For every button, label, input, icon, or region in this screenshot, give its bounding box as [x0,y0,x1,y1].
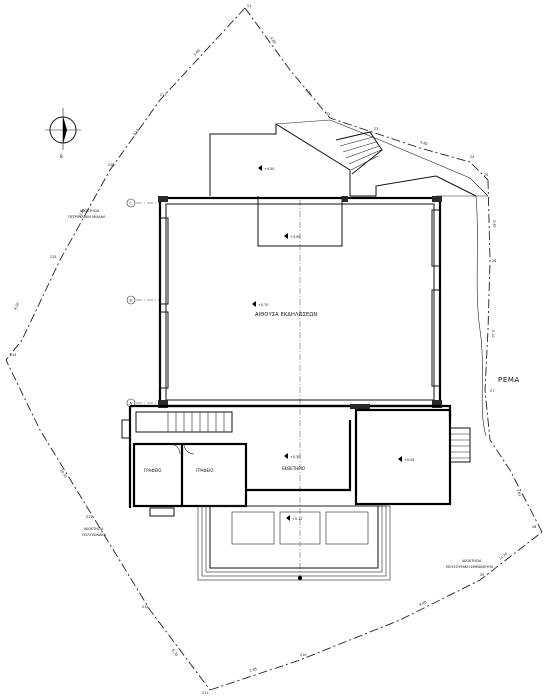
north-compass: B [45,108,81,159]
axis-bubble-b [126,295,136,305]
survey-point: Σ8 [532,525,536,529]
segment-dim: 11.20 [498,552,508,561]
axis-label: A [130,402,133,406]
survey-point: Σ17 [160,93,166,97]
upper-terrace: +4.50 +3.00 [209,119,489,247]
neighbor-label: ΠΟΛΥΖΩΝΑΚΗ [82,533,107,537]
elevation-lobby: +0.30 [290,455,300,459]
grid-axes: C B A [126,198,301,580]
neighbor-label: ΜΟΥΣΟΥΡΑΚΗ ΕΜΜΑΝΟΥΗΛ [446,565,494,569]
survey-point: Σ14 [10,353,16,357]
axis-bubble-c [126,198,136,208]
segment-dim: 12.45 [77,208,85,218]
segment-dim: 5.10 [491,330,495,338]
survey-point: Σ11 [202,691,208,695]
segment-dim: 9.80 [420,140,428,146]
survey-point-labels: Σ1 Σ2 Σ3 Σ4 Σ5 Σ6 Σ7 Σ8 Σ9 Σ10 Σ11 Σ12 Σ… [10,4,536,695]
compass-label: B [60,154,63,159]
room-label-office-left: ΓΡΑΦΕΙΟ [144,468,161,473]
survey-point: Σ4 [470,155,474,159]
survey-point: Σ6 [492,259,496,263]
segment-dim: 4.20 [13,302,20,311]
axis-label: B [130,299,133,303]
survey-point: Σ3 [374,127,378,131]
front-steps: +0.15 [197,505,391,581]
elevation-terrace: +4.50 [264,167,274,171]
segment-dim: 10.35 [59,468,68,478]
segment-dimensions: 4.86 6.25 9.80 3.45 5.10 7.62 11.20 8.40… [13,36,522,673]
neighbor-label: ΠΕΤΡΟΥΛΑΚΗ ΜΙΧΑΗΛ [68,215,106,219]
elevation-entry: +3.00 [290,235,300,239]
annex-stair [449,427,471,463]
segment-dim: 6.70 [171,648,178,657]
interior-stair [167,412,225,432]
elevation-annex: +0.55 [404,458,414,462]
neighbor-label: ΙΔΙΟΚΤΗΣΙΑ [84,527,104,531]
segment-dim: 7.62 [515,489,522,498]
room-label-office-right: ΓΡΑΦΕΙΟ [196,468,213,473]
segment-dim: 2.95 [249,667,257,673]
survey-point: Σ15 [50,255,56,259]
segment-dim: 6.25 [304,88,312,96]
survey-point: Σ5 [484,173,488,177]
survey-point: Σ13 [86,515,92,519]
neighbor-label: ΙΔΙΟΚΤΗΣΙΑ [462,559,482,563]
elevation-front: +0.15 [292,517,302,521]
neighbor-label: ΙΔΙΟΚΤΗΣΙΑ [80,209,100,213]
axis-label: C [130,202,133,206]
lobby-block: ΓΡΑΦΕΙΟ ΓΡΑΦΕΙΟ +0.30 ΕΚΘΕΤΗΡΙΟ +0.55 [121,404,471,517]
room-label-lobby: ΕΚΘΕΤΗΡΙΟ [282,466,305,471]
survey-point: Σ9 [480,573,484,577]
survey-point: Σ7 [490,389,494,393]
survey-point: Σ2 [326,112,330,116]
room-label-hall: ΑΙΘΟΥΣΑ ΕΚΔΗΛΩΣΕΩΝ [255,312,317,318]
stream-label: ΡΕΜΑ [498,376,520,384]
survey-point: Σ16 [108,163,114,167]
north-arrow-icon [63,116,67,144]
property-boundary [5,7,543,691]
survey-point: Σ1 [247,4,251,8]
survey-point: Σ12 [142,605,148,609]
survey-point: Σ10 [300,653,306,657]
segment-dim: 4.86 [269,36,277,44]
outdoor-stair-top [335,131,383,175]
segment-dim: 8.40 [419,600,428,607]
segment-dim: 9.15 [133,128,141,136]
elevation-hall: +0.70 [258,303,268,307]
segment-dim: 5.60 [193,48,201,56]
segment-dim: 3.45 [492,220,496,228]
